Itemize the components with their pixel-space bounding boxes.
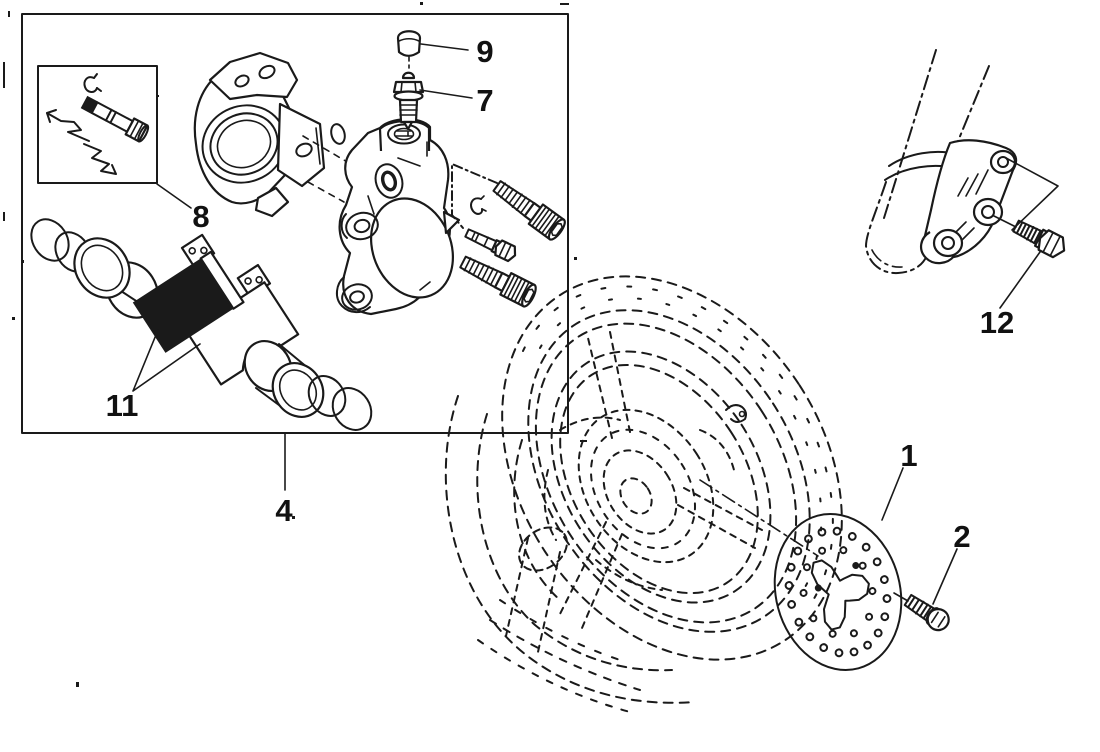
disc-center-cutout xyxy=(810,559,870,631)
pad-springs xyxy=(46,109,117,175)
valve-stem xyxy=(725,404,747,423)
callout-9-label: 9 xyxy=(476,34,493,69)
caliper-bolt-upper xyxy=(492,180,566,241)
outer-parts-box xyxy=(21,13,569,434)
inner-parts-box xyxy=(37,65,158,184)
callout-12-label: 12 xyxy=(980,305,1014,340)
caliper-bolt-lower xyxy=(459,255,537,308)
callout-9-leader xyxy=(420,43,469,51)
axle-centerline xyxy=(699,479,819,557)
front-wheel xyxy=(444,275,843,713)
disc-outer-holes xyxy=(784,526,892,658)
fork-bracket-bolt xyxy=(1012,219,1066,259)
o-ring xyxy=(330,123,346,145)
piston-seal-1 xyxy=(30,218,70,262)
pad-pin xyxy=(80,95,150,143)
brake-disc xyxy=(773,513,903,671)
caliper-bracket xyxy=(193,51,326,218)
rim xyxy=(550,350,772,604)
callout-1-label: 1 xyxy=(900,438,917,473)
bleed-port xyxy=(387,123,421,145)
disc-inner-holes xyxy=(799,546,877,638)
fork-bracket xyxy=(920,139,1018,265)
hub xyxy=(543,331,763,629)
piston-seal-3 xyxy=(307,375,347,417)
bleed-valve-cap xyxy=(396,30,422,57)
fork-tube-right-edge xyxy=(955,65,990,147)
callout-7-label: 7 xyxy=(476,83,493,118)
brake-pad-outer xyxy=(132,233,245,353)
callout-11-label: 11 xyxy=(106,388,139,423)
callout-8-leader xyxy=(156,183,192,209)
callout-11-leaders xyxy=(132,329,201,392)
caliper-body xyxy=(336,118,461,316)
callout-2-label: 2 xyxy=(953,519,970,554)
retainer-clip-icon xyxy=(83,73,102,93)
disc-bolt-axis xyxy=(893,592,909,602)
callout-2-leader xyxy=(932,548,958,605)
callout-4-label: 4 xyxy=(275,493,293,528)
fork-bolt-axis xyxy=(993,215,1017,228)
piston-seal-4 xyxy=(331,387,373,431)
bolt-axis-frame xyxy=(451,163,498,229)
callout-8-label: 8 xyxy=(192,199,209,234)
disc-mounting-bolt xyxy=(903,593,950,632)
callout-12-leader xyxy=(999,251,1041,309)
brake-pad-inner xyxy=(186,263,300,386)
callout-1-leader xyxy=(881,467,904,521)
tire xyxy=(444,275,843,713)
bracket-guide-lines xyxy=(1005,157,1059,231)
retainer-clip-small-icon xyxy=(470,195,487,215)
callout-7-leader xyxy=(419,89,473,99)
pad-pin-bolt xyxy=(464,228,517,263)
fork-tube-left-edge xyxy=(883,49,937,219)
bleed-valve xyxy=(392,71,425,131)
